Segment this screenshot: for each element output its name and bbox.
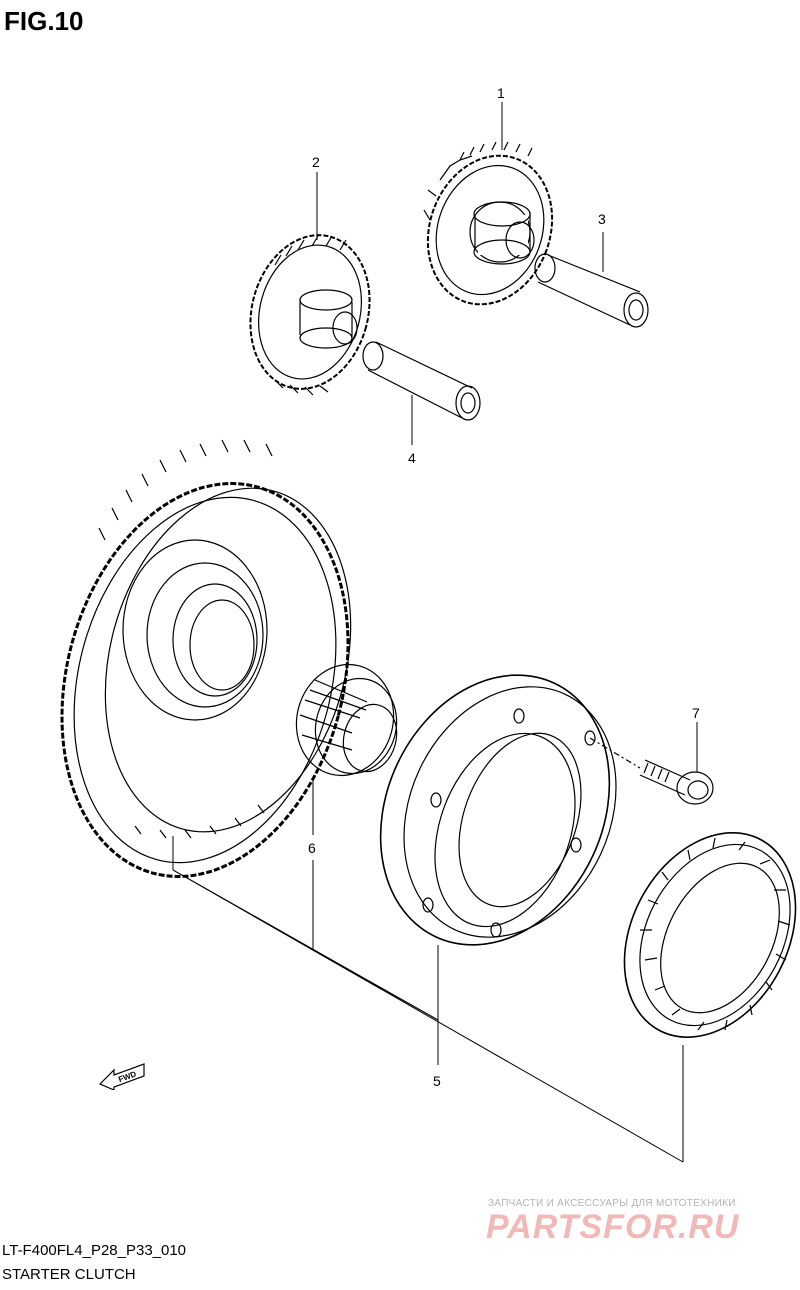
callout-3: 3: [598, 211, 606, 227]
watermark-tagline: ЗАПЧАСТИ И АКСЕССУАРЫ ДЛЯ МОТОТЕХНИКИ: [488, 1198, 736, 1209]
part-6-needle-bearing[interactable]: [284, 653, 407, 786]
fwd-arrow-icon: FWD: [98, 1063, 145, 1090]
callout-4: 4: [408, 450, 416, 466]
leader-lines: [172, 102, 698, 1163]
starter-driven-gear[interactable]: [20, 439, 390, 909]
diagram-code: LT-F400FL4_P28_P33_010: [2, 1242, 187, 1259]
watermark-logo: PARTSFOR.RU: [486, 1208, 740, 1246]
one-way-clutch[interactable]: [590, 803, 800, 1067]
part-4-shaft[interactable]: [362, 341, 481, 421]
callout-1: 1: [497, 85, 505, 101]
callout-5: 5: [433, 1073, 441, 1089]
callout-7: 7: [692, 705, 700, 721]
part-2-idle-gear[interactable]: [234, 222, 386, 403]
part-1-idle-gear[interactable]: [408, 138, 573, 322]
part-3-shaft[interactable]: [534, 253, 649, 328]
callout-2: 2: [312, 154, 320, 170]
part-7-bolt[interactable]: [589, 737, 714, 805]
figure-title: FIG.10: [4, 6, 84, 36]
part-5-clutch-housing[interactable]: [338, 637, 656, 982]
diagram-name: STARTER CLUTCH: [2, 1266, 136, 1283]
callout-6: 6: [308, 840, 316, 856]
